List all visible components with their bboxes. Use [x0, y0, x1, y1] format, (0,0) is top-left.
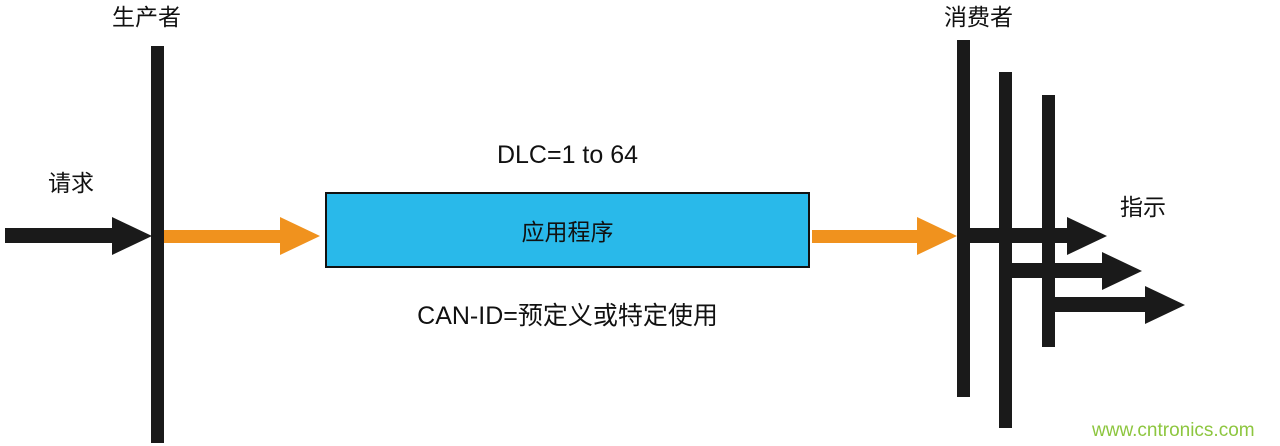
application-box-label: 应用程序 — [521, 219, 614, 245]
can-id-caption: CAN-ID=预定义或特定使用 — [417, 302, 718, 330]
dlc-caption: DLC=1 to 64 — [496, 141, 639, 169]
request-label: 请求 — [48, 170, 94, 196]
producer-label: 生产者 — [112, 4, 181, 30]
indication-label: 指示 — [1120, 194, 1166, 220]
application-box: 应用程序 — [325, 192, 810, 268]
indication-arrow-1-shaft — [970, 228, 1070, 243]
app-to-consumer-arrow-head — [917, 217, 957, 255]
watermark-text: www.cntronics.com — [1092, 420, 1255, 441]
indication-arrow-3-shaft — [1055, 297, 1148, 312]
indication-arrow-1-head — [1067, 217, 1107, 255]
consumer-timeline-bar-1 — [957, 40, 970, 397]
producer-to-app-arrow-shaft — [164, 230, 284, 243]
producer-timeline-bar — [151, 46, 164, 443]
consumer-timeline-bar-2 — [999, 72, 1012, 428]
indication-arrow-2-shaft — [1012, 263, 1105, 278]
indication-arrow-2-head — [1102, 252, 1142, 290]
indication-arrow-3-head — [1145, 286, 1185, 324]
producer-to-app-arrow-head — [280, 217, 320, 255]
request-arrow-head — [112, 217, 152, 255]
request-arrow-shaft — [5, 228, 115, 243]
consumer-timeline-bar-3 — [1042, 95, 1055, 347]
app-to-consumer-arrow-shaft — [812, 230, 920, 243]
consumer-label: 消费者 — [944, 4, 1013, 30]
